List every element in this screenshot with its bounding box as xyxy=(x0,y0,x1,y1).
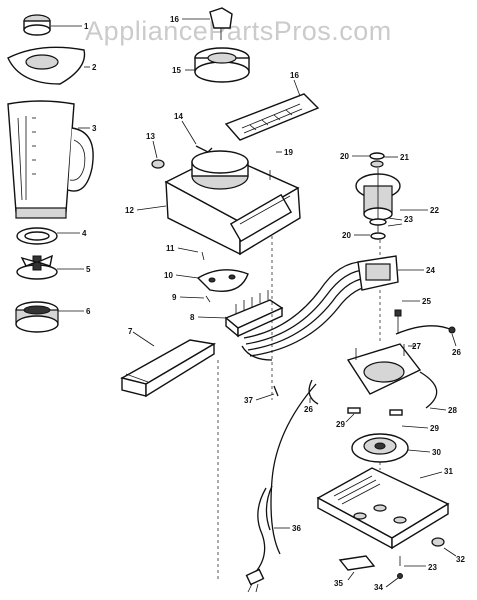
callout-20-bottom: 20 xyxy=(342,231,351,240)
assembly-guides xyxy=(217,240,381,580)
part-11-screw[interactable] xyxy=(177,247,205,261)
part-9-screw[interactable] xyxy=(179,295,211,303)
callout-28: 28 xyxy=(448,406,457,415)
part-19-screw[interactable] xyxy=(269,151,282,180)
callout-31: 31 xyxy=(444,467,453,476)
part-13-knob[interactable] xyxy=(151,140,165,169)
part-33-screw[interactable] xyxy=(399,556,426,567)
part-12-motor-housing[interactable] xyxy=(136,150,301,256)
callout-15: 15 xyxy=(172,66,181,75)
callout-34: 34 xyxy=(374,583,383,592)
callout-35: 35 xyxy=(334,579,343,588)
part-37-strain-relief[interactable] xyxy=(255,385,279,401)
callout-9: 9 xyxy=(172,293,177,302)
part-29-terminal-left[interactable] xyxy=(345,407,361,423)
callout-23-bottom: 23 xyxy=(428,563,437,572)
callout-8: 8 xyxy=(190,313,195,322)
callout-labels: 1 2 3 4 5 6 7 8 9 10 11 12 13 14 15 16 1… xyxy=(82,15,465,592)
callout-24: 24 xyxy=(426,266,435,275)
callout-26-right: 26 xyxy=(452,348,461,357)
part-20-washer-bottom[interactable] xyxy=(354,232,386,240)
callout-6: 6 xyxy=(86,307,91,316)
callout-4: 4 xyxy=(82,229,87,238)
callout-25: 25 xyxy=(422,297,431,306)
part-26-clip[interactable] xyxy=(308,379,319,405)
part-14-spring-wire[interactable] xyxy=(181,120,213,153)
part-34-screw[interactable] xyxy=(385,573,403,588)
part-20-washer-top[interactable] xyxy=(352,152,385,160)
part-36-power-cord[interactable] xyxy=(245,383,317,593)
part-3-jar[interactable] xyxy=(7,100,94,219)
part-31-base-plate[interactable] xyxy=(316,467,450,550)
part-1-cap[interactable] xyxy=(23,14,82,36)
part-29-terminal-right[interactable] xyxy=(389,409,429,429)
part-4-gasket[interactable] xyxy=(16,227,80,245)
part-32-foot[interactable] xyxy=(431,537,457,557)
part-16-panel-overlay[interactable] xyxy=(224,79,320,141)
part-25-bolt[interactable] xyxy=(394,300,420,334)
callout-11: 11 xyxy=(166,244,175,253)
part-26-ground-wire[interactable] xyxy=(395,325,457,347)
callout-16-top: 16 xyxy=(170,15,179,24)
part-5-blade-assembly[interactable] xyxy=(16,254,84,280)
callout-1: 1 xyxy=(84,22,89,31)
callout-14: 14 xyxy=(174,112,183,121)
part-2-lid[interactable] xyxy=(7,46,90,85)
callout-30: 30 xyxy=(432,448,441,457)
callout-13: 13 xyxy=(146,132,155,141)
callout-37: 37 xyxy=(244,396,253,405)
callout-2: 2 xyxy=(92,63,97,72)
part-35-label[interactable] xyxy=(338,555,376,581)
part-7-tray[interactable] xyxy=(120,331,217,398)
callout-29-left: 29 xyxy=(336,420,345,429)
part-6-collar[interactable] xyxy=(15,301,84,333)
part-21-washer[interactable] xyxy=(370,156,398,168)
callout-3: 3 xyxy=(92,124,97,133)
callout-29-right: 29 xyxy=(430,424,439,433)
callout-20-top: 20 xyxy=(340,152,349,161)
callout-19: 19 xyxy=(284,148,293,157)
callout-12: 12 xyxy=(125,206,134,215)
callout-22: 22 xyxy=(430,206,439,215)
part-8-switch-block[interactable] xyxy=(197,290,284,338)
callout-32: 32 xyxy=(456,555,465,564)
callout-27: 27 xyxy=(412,342,421,351)
part-28-wire-loop[interactable] xyxy=(419,371,447,411)
callout-21: 21 xyxy=(400,153,409,162)
part-16-coupler-top[interactable] xyxy=(182,7,233,40)
callout-23-top: 23 xyxy=(404,215,413,224)
callout-26-left: 26 xyxy=(304,405,313,414)
callout-10: 10 xyxy=(164,271,173,280)
part-10-mounting-plate[interactable] xyxy=(175,269,249,292)
callout-7: 7 xyxy=(128,327,133,336)
part-22-armature[interactable] xyxy=(355,168,428,232)
part-24-field-coil[interactable] xyxy=(357,255,424,291)
callout-5: 5 xyxy=(86,265,91,274)
callout-16-panel: 16 xyxy=(290,71,299,80)
part-23-washers[interactable] xyxy=(369,217,403,227)
part-27-motor-bracket[interactable] xyxy=(346,343,422,395)
callout-36: 36 xyxy=(292,524,301,533)
part-15-coupler-base[interactable] xyxy=(185,47,250,83)
part-30-drive-gear[interactable] xyxy=(351,433,431,463)
